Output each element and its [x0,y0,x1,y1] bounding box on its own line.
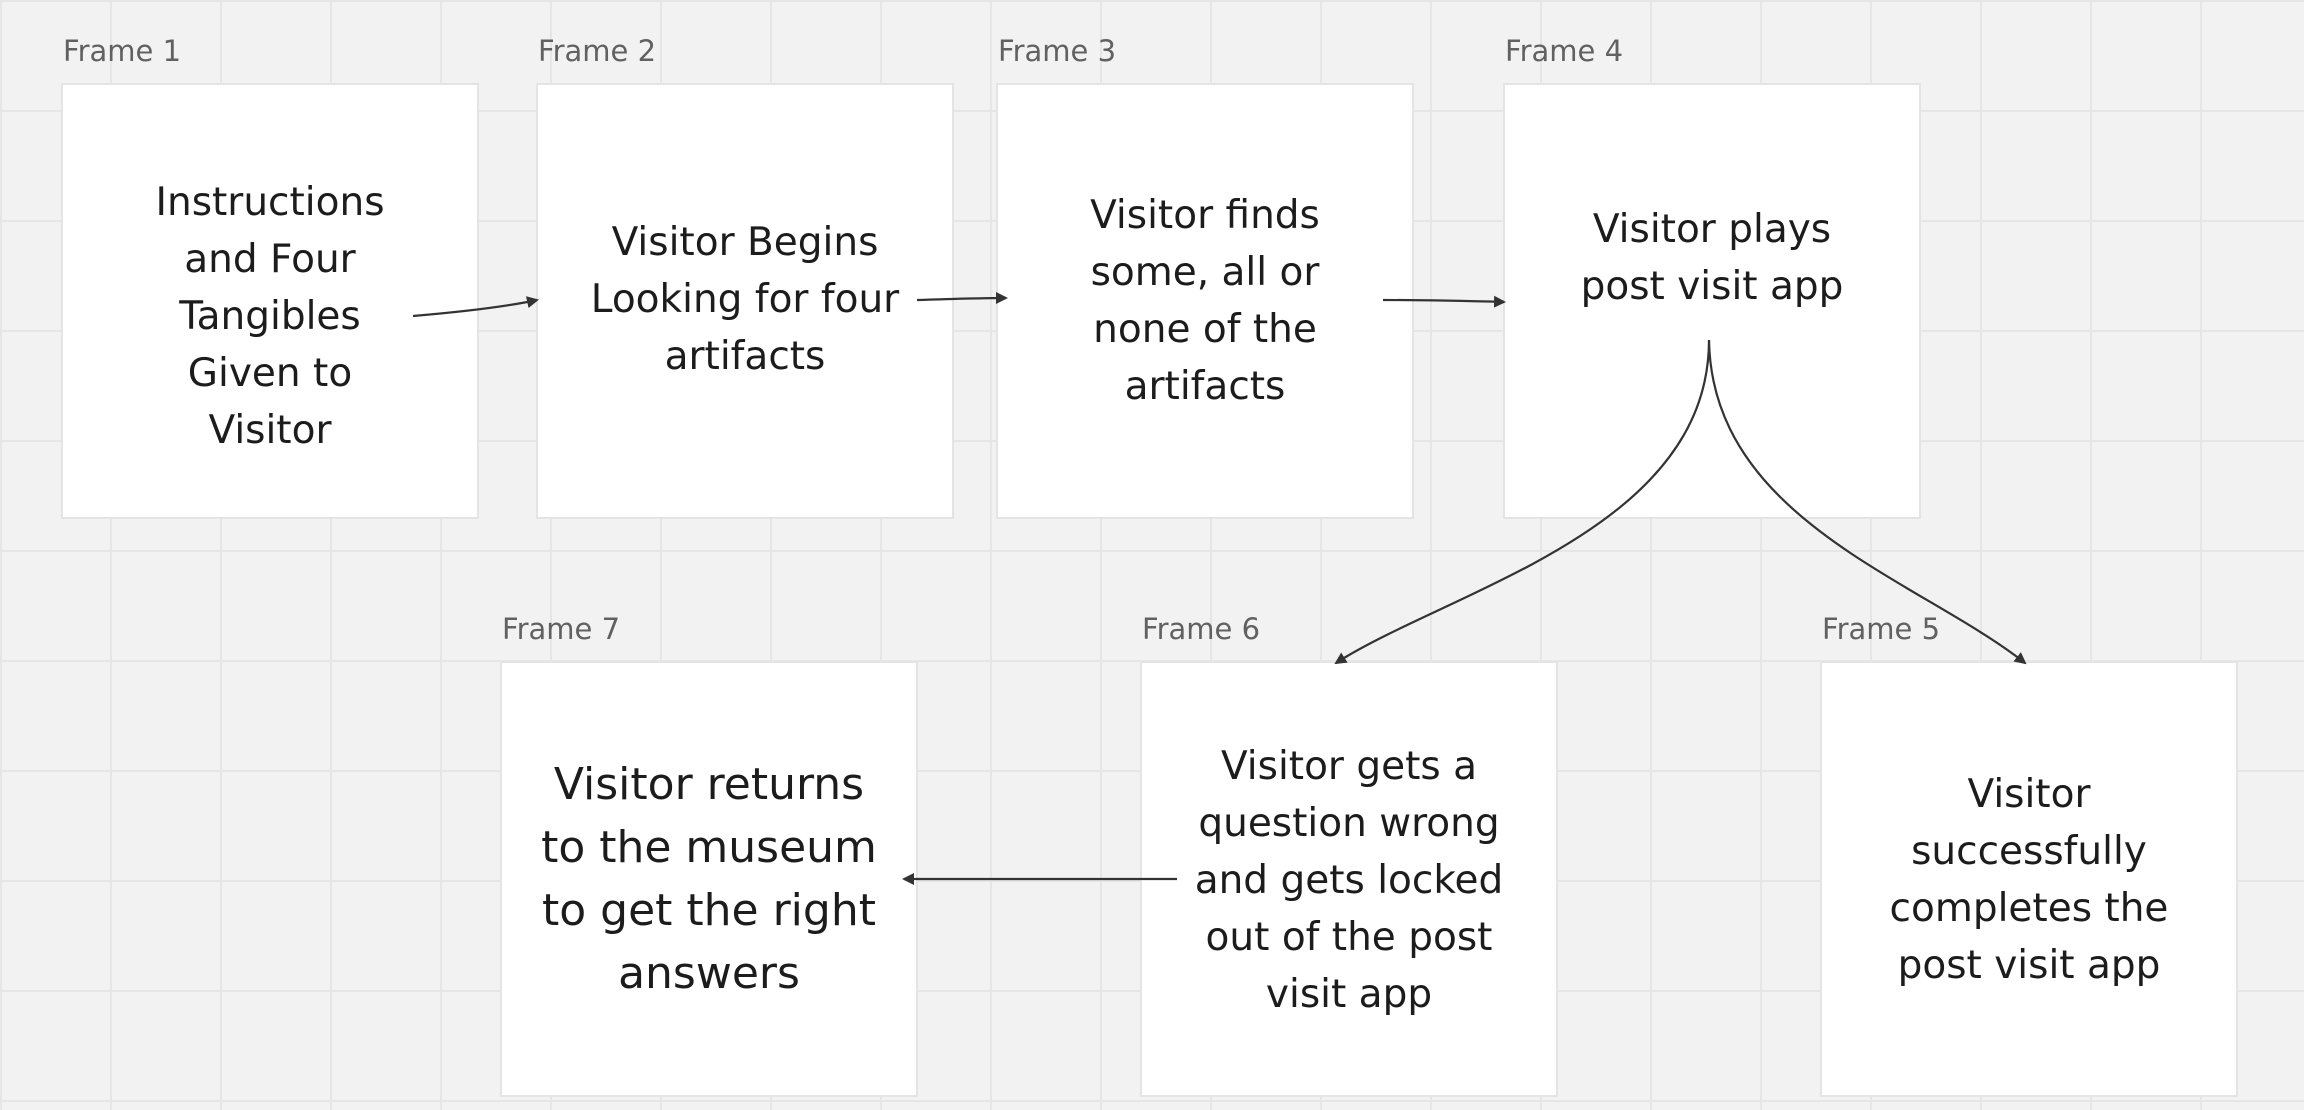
frame-5[interactable] [1822,663,2236,1095]
frame-1[interactable] [63,85,477,517]
connector-frame-1-to-frame-2[interactable] [412,296,539,318]
frame-6[interactable] [1142,663,1556,1095]
frame-4[interactable] [1505,85,1919,517]
frame-3-sticky-text[interactable]: Visitor finds some, all or none of the a… [1090,193,1320,409]
frame-3[interactable] [998,85,1412,517]
frame-1-sticky-text[interactable]: Instructions and Four Tangibles Given to… [155,180,385,453]
frame-2-label: Frame 2 [538,34,657,68]
connector-frame-4-to-frame-6[interactable] [1334,339,1711,665]
frame-2[interactable] [538,85,952,517]
frame-7[interactable] [502,663,916,1095]
frame-1-label: Frame 1 [63,34,182,68]
frame-4-label: Frame 4 [1505,34,1624,68]
frame-2-sticky-text[interactable]: Visitor Begins Looking for four artifact… [590,220,900,379]
frame-7-sticky-text[interactable]: Visitor returns to the museum to get the… [541,759,877,999]
connector-frame-3-to-frame-4[interactable] [1382,295,1506,308]
frame-7-label: Frame 7 [502,612,621,646]
frame-6-sticky-text[interactable]: Visitor gets a question wrong and gets l… [1194,744,1504,1017]
connector-frame-2-to-frame-3[interactable] [916,292,1008,305]
frame-5-label: Frame 5 [1822,612,1941,646]
frame-3-label: Frame 3 [998,34,1117,68]
frame-5-sticky-text[interactable]: Visitor successfully completes the post … [1889,772,2169,988]
frame-6-label: Frame 6 [1142,612,1261,646]
connector-frame-4-to-frame-5[interactable] [1707,339,2027,665]
frame-4-sticky-text[interactable]: Visitor plays post visit app [1580,207,1844,309]
